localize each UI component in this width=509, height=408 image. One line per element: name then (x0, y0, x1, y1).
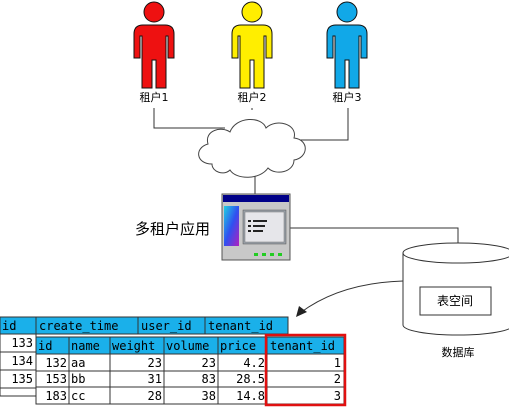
tenant-2-label: 租户2 (238, 90, 267, 104)
tenant-id-highlight (264, 333, 347, 407)
cell-id: 183 (45, 389, 67, 403)
back-id-cell: 135 (11, 372, 33, 386)
cell-name: aa (71, 356, 85, 370)
cell-id: 132 (45, 356, 67, 370)
person-body (231, 24, 273, 89)
cell-volume: 38 (202, 389, 216, 403)
db-table-arrow (299, 280, 404, 314)
tablespace-label: 表空间 (437, 294, 473, 308)
cell-price: 28.5 (236, 372, 265, 386)
cell-tenant-id: 2 (334, 372, 341, 386)
back-col-id: id (2, 319, 16, 333)
cell-volume: 23 (202, 356, 216, 370)
cloud-icon (198, 119, 306, 178)
front-table: id name weight volume price tenant_id 13… (35, 336, 345, 405)
tenant-1-label: 租户1 (140, 90, 169, 104)
cell-name: bb (71, 372, 85, 386)
app-label: 多租户应用 (135, 220, 210, 238)
cell-id: 153 (45, 372, 67, 386)
cell-tenant-id: 3 (334, 389, 341, 403)
tenant-2-figure (231, 1, 273, 89)
person-head (336, 1, 358, 23)
tenant-3-label: 租户3 (333, 90, 362, 104)
person-head (143, 1, 165, 23)
front-col-id: id (38, 339, 52, 353)
app-db-connector (290, 227, 459, 246)
back-table: id create_time user_id tenant_id 133 134… (0, 316, 289, 397)
front-col-price: price (220, 339, 256, 353)
person-head (241, 1, 263, 23)
cell-weight: 28 (148, 389, 162, 403)
front-col-name: name (71, 339, 100, 353)
tenant1-connector (153, 108, 225, 129)
front-col-weight: weight (112, 339, 155, 353)
tenant3-connector (300, 108, 349, 141)
front-col-tenant-id: tenant_id (270, 339, 335, 353)
back-col-user-id: user_id (141, 319, 192, 333)
database-label: 数据库 (442, 345, 475, 359)
cell-price: 14.8 (236, 389, 265, 403)
cell-price: 4.2 (243, 356, 265, 370)
back-id-cell: 134 (11, 354, 33, 368)
tenant-3-figure (326, 1, 368, 89)
cell-tenant-id: 1 (334, 356, 341, 370)
back-col-tenant-id: tenant_id (208, 319, 273, 333)
cell-weight: 31 (148, 372, 162, 386)
cell-weight: 23 (148, 356, 162, 370)
tenant-1-figure (133, 1, 175, 89)
app-window-icon (221, 193, 291, 261)
person-body (326, 24, 368, 89)
back-id-cell: 133 (11, 336, 33, 350)
arrowhead (296, 306, 307, 317)
person-body (133, 24, 175, 89)
cell-name: cc (71, 389, 85, 403)
front-col-volume: volume (166, 339, 209, 353)
back-col-create-time: create_time (39, 319, 118, 333)
tablespace-box (419, 286, 492, 316)
connectors (153, 108, 459, 314)
cell-volume: 83 (202, 372, 216, 386)
back-table-header (0, 316, 289, 335)
